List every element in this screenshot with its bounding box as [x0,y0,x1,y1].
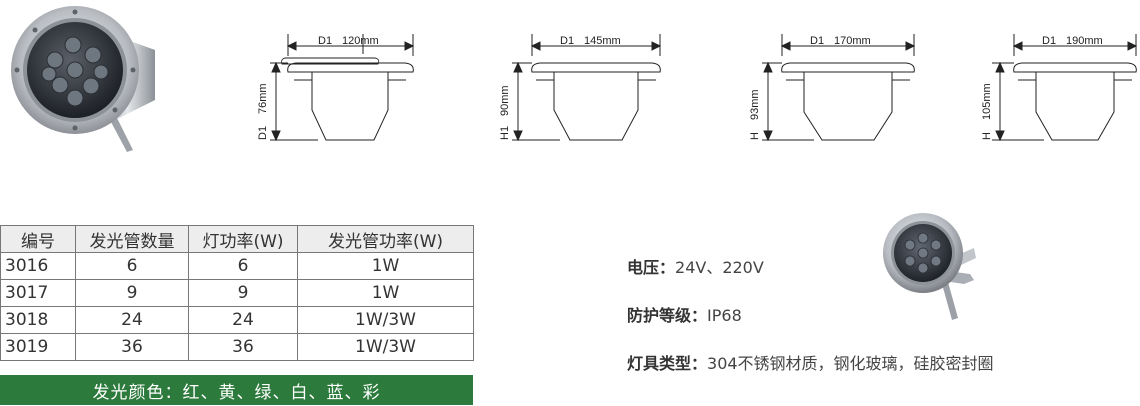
dim-h-label-1: D1 [257,126,269,140]
table-row: 3016 6 6 1W [0,252,474,280]
table-cell: 6 [188,252,298,280]
dim-h-value-1: 76mm [257,83,269,114]
spec-label: 灯具类型： [627,354,708,373]
table-cell: 36 [75,333,189,361]
spec-value: IP68 [707,306,742,325]
table-header-cell: 灯功率(W) [188,225,298,253]
dimension-drawing-b: D1 145mm H1 90mm [488,30,668,155]
table-header-cell: 编号 [0,225,76,253]
table-row: 3018 24 24 1W/3W [0,306,474,334]
dim-d-label-4: D1 [1042,35,1056,47]
spec-ip-rating: 防护等级：IP68 [627,302,742,326]
dim-d-value-2: 145mm [584,35,621,47]
dim-h-label-4: H [981,132,993,140]
dim-h-value-3: 93mm [749,89,761,120]
dimension-drawing-a: D1 120mm D1 76mm [248,30,418,155]
table-cell: 24 [75,306,189,334]
table-cell: 1W [297,279,474,307]
spec-label: 电压： [627,258,676,277]
table-cell: 9 [188,279,298,307]
table-cell-model: 3019 [0,333,76,361]
table-cell-model: 3017 [0,279,76,307]
light-colors-bar: 发光颜色：红、黄、绿、白、蓝、彩 [0,375,473,405]
table-cell: 1W/3W [297,306,474,334]
spec-table: 编号 发光管数量 灯功率(W) 发光管功率(W) 3016 6 6 1W 301… [0,225,474,361]
table-header-cell: 发光管数量 [75,225,189,253]
spec-voltage: 电压：24V、220V [627,254,764,278]
product-photo-recessed [5,0,165,160]
product-photo-bracket [878,208,988,323]
dim-h-label-2: H1 [499,126,511,140]
table-cell: 9 [75,279,189,307]
table-cell: 1W/3W [297,333,474,361]
dim-d-value-4: 190mm [1066,35,1103,47]
dim-d-label-2: D1 [560,35,574,47]
spec-value: 304不锈钢材质，钢化玻璃，硅胶密封圈 [707,354,994,373]
dim-h-value-4: 105mm [981,83,993,120]
dimension-drawing-d: D1 190mm H 105mm [968,30,1138,155]
table-row: 3019 36 36 1W/3W [0,333,474,361]
spec-value: 24V、220V [675,258,764,277]
dim-d-value-3: 170mm [834,35,871,47]
dim-h-label-3: H [749,132,761,140]
table-cell: 24 [188,306,298,334]
table-header-row: 编号 发光管数量 灯功率(W) 发光管功率(W) [0,225,474,253]
table-row: 3017 9 9 1W [0,279,474,307]
table-cell: 6 [75,252,189,280]
dim-d-value-1: 120mm [342,35,379,47]
table-cell: 36 [188,333,298,361]
dim-h-value-2: 90mm [499,85,511,116]
spec-fixture-type: 灯具类型：304不锈钢材质，钢化玻璃，硅胶密封圈 [627,350,994,374]
dim-d-label-1: D1 [318,35,332,47]
spec-label: 防护等级： [627,306,708,325]
table-cell-model: 3018 [0,306,76,334]
table-cell: 1W [297,252,474,280]
dim-d-label-3: D1 [810,35,824,47]
table-header-cell: 发光管功率(W) [297,225,474,253]
dimension-drawing-c: D1 170mm H 93mm [738,30,928,155]
table-cell-model: 3016 [0,252,76,280]
